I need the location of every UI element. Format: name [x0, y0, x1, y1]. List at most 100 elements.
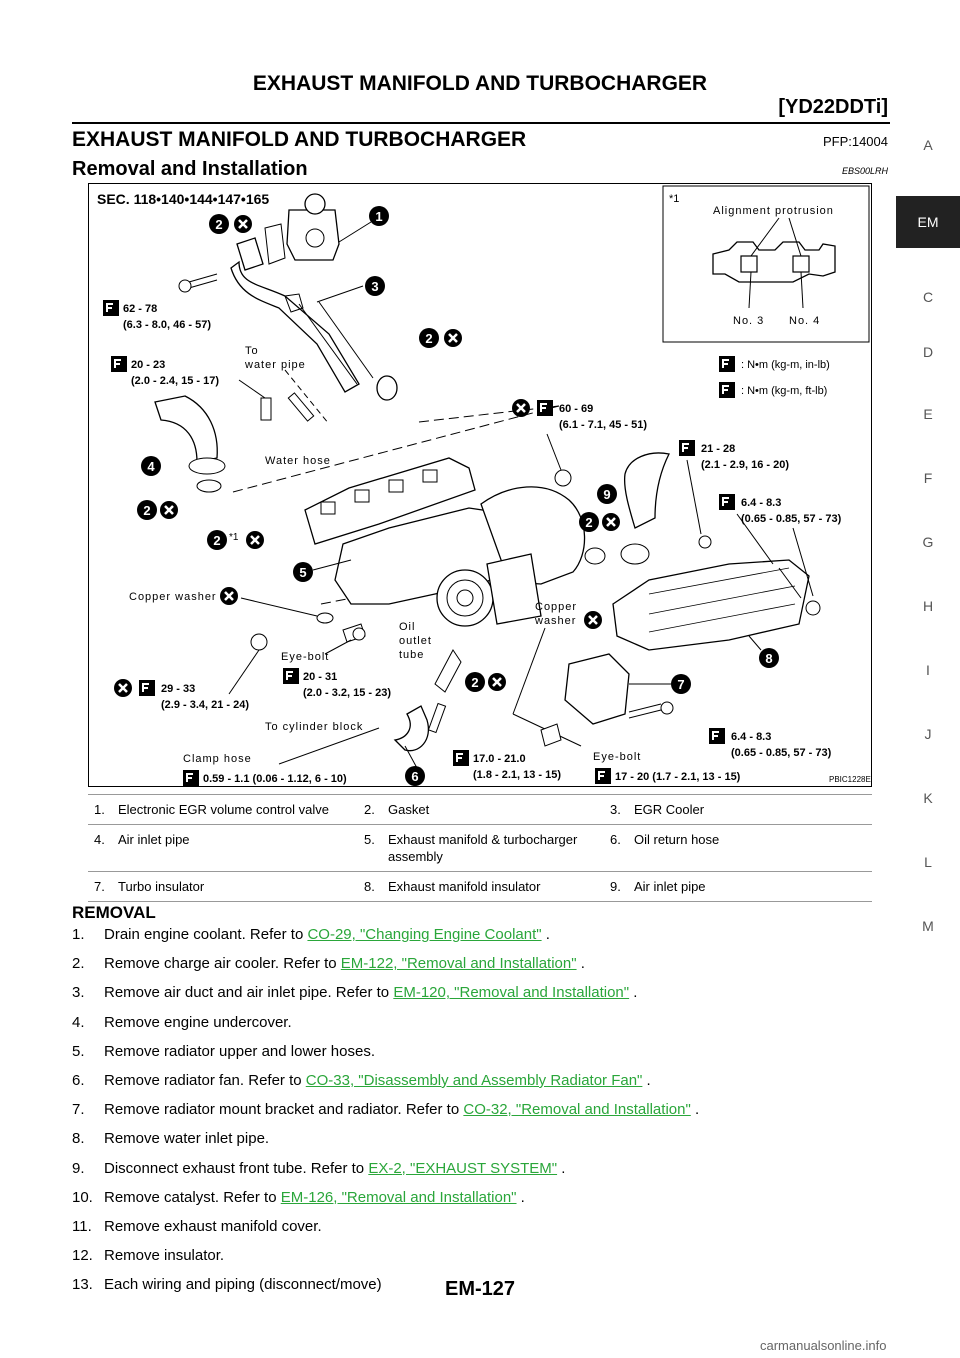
legend-nm-in-lb: : N•m (kg-m, in-lb) — [741, 359, 830, 371]
removal-step: 8.Remove water inlet pipe. — [72, 1130, 270, 1148]
svg-text:Oil: Oil — [399, 621, 415, 633]
ref-link[interactable]: EX-2, "EXHAUST SYSTEM" — [368, 1159, 558, 1177]
ref-link[interactable]: CO-32, "Removal and Installation" — [463, 1101, 691, 1119]
svg-text:17.0 - 21.0: 17.0 - 21.0 — [473, 753, 526, 765]
exploded-view-figure: SEC. 118•140•144•147•165 *1 Alignment pr… — [88, 183, 872, 787]
svg-text:(2.0 - 3.2, 15 - 23): (2.0 - 3.2, 15 - 23) — [303, 687, 391, 699]
legend-nm-ft-lb: : N•m (kg-m, ft-lb) — [741, 385, 827, 397]
removal-step: 9.Disconnect exhaust front tube. Refer t… — [72, 1159, 566, 1177]
svg-text:(0.65 - 0.85, 57 - 73): (0.65 - 0.85, 57 - 73) — [731, 747, 832, 759]
sidebar-index-a[interactable]: A — [923, 137, 933, 153]
svg-text:4: 4 — [147, 459, 155, 474]
page-header-title: EXHAUST MANIFOLD AND TURBOCHARGER — [252, 72, 708, 95]
svg-text:(0.65 - 0.85, 57 - 73): (0.65 - 0.85, 57 - 73) — [741, 513, 842, 525]
sidebar-index-g[interactable]: G — [922, 534, 934, 550]
page-number: EM-127 — [444, 1278, 516, 1300]
svg-text:tube: tube — [399, 649, 424, 661]
ref-link[interactable]: EM-126, "Removal and Installation" — [280, 1188, 517, 1206]
svg-text:2: 2 — [425, 331, 432, 346]
removal-step: 10.Remove catalyst. Refer to EM-126, "Re… — [72, 1188, 525, 1206]
removal-step: 3.Remove air duct and air inlet pipe. Re… — [72, 984, 638, 1002]
svg-text:8: 8 — [765, 651, 772, 666]
removal-steps: 1.Drain engine coolant. Refer to CO-29, … — [72, 920, 872, 1299]
svg-text:To: To — [245, 345, 259, 357]
inset-title: Alignment protrusion — [713, 205, 834, 217]
svg-text:water pipe: water pipe — [244, 359, 306, 371]
figure-code: PBIC1228E — [829, 775, 871, 784]
svg-text:6.4 - 8.3: 6.4 - 8.3 — [731, 731, 771, 743]
svg-text:60 - 69: 60 - 69 — [559, 403, 593, 415]
removal-step: 13.Each wiring and piping (disconnect/mo… — [72, 1276, 382, 1294]
svg-text:Clamp hose: Clamp hose — [183, 753, 252, 765]
svg-text:Eye-bolt: Eye-bolt — [281, 651, 329, 663]
removal-step: 2.Remove charge air cooler. Refer to EM-… — [72, 955, 585, 973]
sidebar-index-k[interactable]: K — [923, 790, 933, 806]
svg-text:Copper: Copper — [535, 601, 577, 613]
engine-model-label: [YD22DDTi] — [778, 96, 888, 118]
sidebar-index-f[interactable]: F — [923, 470, 933, 486]
parts-legend: 1.Electronic EGR volume control valve 2.… — [88, 794, 872, 902]
removal-step: 5.Remove radiator upper and lower hoses. — [72, 1042, 375, 1060]
svg-text:9: 9 — [603, 487, 610, 502]
svg-text:2: 2 — [585, 515, 592, 530]
svg-text:(2.0 - 2.4, 15 - 17): (2.0 - 2.4, 15 - 17) — [131, 375, 219, 387]
svg-text:(1.8 - 2.1, 13 - 15): (1.8 - 2.1, 13 - 15) — [473, 769, 561, 781]
removal-step: 12.Remove insulator. — [72, 1247, 225, 1265]
svg-text:1: 1 — [375, 209, 382, 224]
removal-step: 7.Remove radiator mount bracket and radi… — [72, 1101, 700, 1119]
svg-text:*1: *1 — [229, 532, 239, 543]
ref-link[interactable]: EM-122, "Removal and Installation" — [340, 955, 577, 973]
removal-heading: REMOVAL — [72, 903, 156, 922]
svg-text:20 - 31: 20 - 31 — [303, 671, 337, 683]
sidebar-index-j[interactable]: J — [924, 726, 932, 742]
subsection-title: Removal and Installation — [72, 158, 308, 180]
svg-text:Copper washer: Copper washer — [129, 591, 217, 603]
sidebar-index-em[interactable]: EM — [896, 196, 960, 248]
removal-step: 6.Remove radiator fan. Refer to CO-33, "… — [72, 1071, 651, 1089]
svg-text:0.59 - 1.1 (0.06 - 1.12, 6 - 1: 0.59 - 1.1 (0.06 - 1.12, 6 - 10) — [203, 773, 347, 785]
svg-text:washer: washer — [534, 615, 576, 627]
svg-text:(2.1 - 2.9, 16 - 20): (2.1 - 2.9, 16 - 20) — [701, 459, 789, 471]
removal-step: 1.Drain engine coolant. Refer to CO-29, … — [72, 926, 550, 943]
sidebar-index-c[interactable]: C — [922, 289, 934, 305]
inset-box — [662, 185, 870, 343]
inset-mark: *1 — [669, 193, 679, 205]
torque-62-78: 62 - 78 — [123, 303, 157, 315]
sidebar-index-m[interactable]: M — [922, 918, 934, 934]
svg-text:17 - 20 (1.7 - 2.1, 13 - 15): 17 - 20 (1.7 - 2.1, 13 - 15) — [615, 771, 741, 783]
svg-text:To cylinder block: To cylinder block — [265, 721, 363, 733]
sidebar-index-h[interactable]: H — [922, 598, 934, 614]
svg-text:7: 7 — [677, 677, 684, 692]
inset-gasket-outline — [712, 241, 836, 283]
parts-row: 7.Turbo insulator 8.Exhaust manifold ins… — [88, 871, 872, 902]
svg-text:(2.9 - 3.4, 21 - 24): (2.9 - 3.4, 21 - 24) — [161, 699, 249, 711]
svg-text:21 - 28: 21 - 28 — [701, 443, 735, 455]
header-divider — [72, 122, 890, 124]
svg-text:Water hose: Water hose — [265, 455, 331, 467]
section-index-sidebar: A EM C D E F G H I J K L M — [896, 130, 960, 956]
sidebar-index-e[interactable]: E — [923, 406, 933, 422]
section-title: EXHAUST MANIFOLD AND TURBOCHARGER — [72, 128, 527, 151]
svg-text:20 - 23: 20 - 23 — [131, 359, 165, 371]
sidebar-index-l[interactable]: L — [924, 854, 932, 870]
svg-text:Eye-bolt: Eye-bolt — [593, 751, 641, 763]
watermark: carmanualsonline.info — [760, 1338, 887, 1353]
svg-text:outlet: outlet — [399, 635, 432, 647]
svg-text:29 - 33: 29 - 33 — [161, 683, 195, 695]
svg-text:3: 3 — [371, 279, 378, 294]
svg-text:2: 2 — [143, 503, 150, 518]
ref-link[interactable]: EM-120, "Removal and Installation" — [393, 984, 630, 1002]
parts-row: 4.Air inlet pipe 5.Exhaust manifold & tu… — [88, 824, 872, 872]
removal-step: 11.Remove exhaust manifold cover. — [72, 1217, 322, 1235]
exploded-view-diagram: SEC. 118•140•144•147•165 *1 Alignment pr… — [97, 185, 871, 787]
inset-no4: No. 4 — [789, 315, 820, 327]
subsection-code: EBS00LRH — [841, 166, 888, 176]
sidebar-index-i[interactable]: I — [926, 662, 930, 678]
sidebar-index-d[interactable]: D — [922, 344, 934, 360]
svg-text:2: 2 — [213, 533, 220, 548]
svg-text:(6.3 - 8.0, 46 - 57): (6.3 - 8.0, 46 - 57) — [123, 319, 211, 331]
ref-link[interactable]: CO-33, "Disassembly and Assembly Radiato… — [305, 1071, 643, 1089]
ref-link[interactable]: CO-29, "Changing Engine Coolant" — [307, 926, 542, 943]
svg-text:5: 5 — [299, 565, 306, 580]
svg-text:2: 2 — [215, 217, 222, 232]
